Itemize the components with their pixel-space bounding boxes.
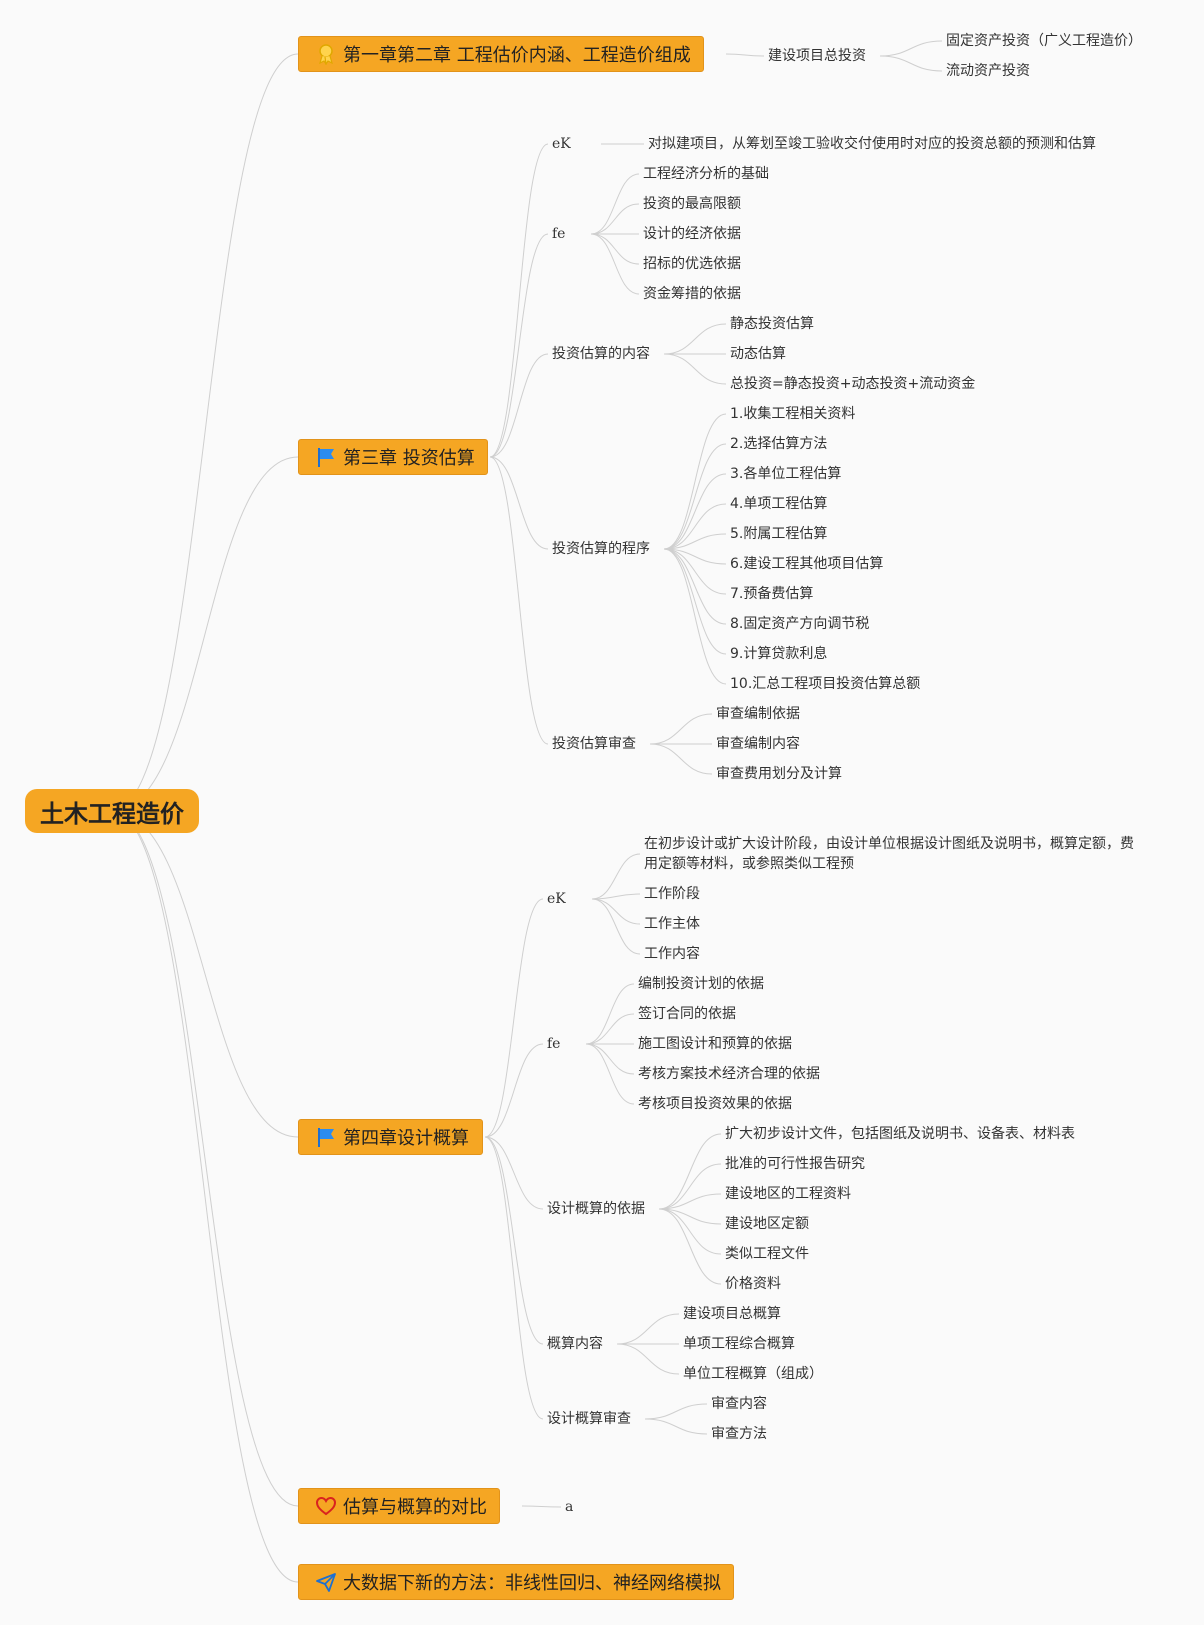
- c3-basis[interactable]: 设计概算的依据: [547, 1201, 645, 1217]
- c2-review-c2[interactable]: 审查编制内容: [716, 736, 800, 752]
- c2-process-c6[interactable]: 6.建设工程其他项目估算: [730, 556, 884, 572]
- c2-process-c1[interactable]: 1.收集工程相关资料: [730, 406, 856, 422]
- c4-a[interactable]: a: [565, 1499, 574, 1515]
- c2-content-c2[interactable]: 动态估算: [730, 346, 786, 362]
- chapter-2-label: 第三章 投资估算: [343, 448, 475, 469]
- c3-basis-c5[interactable]: 类似工程文件: [725, 1246, 809, 1262]
- c3-fe[interactable]: fe: [547, 1036, 561, 1052]
- c2-process[interactable]: 投资估算的程序: [552, 541, 650, 557]
- c2-content-c3[interactable]: 总投资=静态投资+动态投资+流动资金: [730, 376, 976, 392]
- c3-content-c3[interactable]: 单位工程概算（组成）: [683, 1366, 823, 1382]
- c3-basis-c3[interactable]: 建设地区的工程资料: [725, 1186, 851, 1202]
- c2-fe[interactable]: fe: [552, 226, 566, 242]
- chapter-4-node[interactable]: 估算与概算的对比: [298, 1488, 500, 1524]
- c3-basis-c6[interactable]: 价格资料: [725, 1276, 781, 1292]
- paper-plane-icon: [316, 1573, 336, 1592]
- c2-review-c1[interactable]: 审查编制依据: [716, 706, 800, 722]
- c1-n1-c2[interactable]: 流动资产投资: [946, 63, 1030, 79]
- c3-ek-c1[interactable]: 在初步设计或扩大设计阶段，由设计单位根据设计图纸及说明书，概算定额，费用定额等材…: [644, 836, 1134, 872]
- c3-basis-c2[interactable]: 批准的可行性报告研究: [725, 1156, 865, 1172]
- c2-fe-c4[interactable]: 招标的优选依据: [643, 256, 741, 272]
- c1-n1[interactable]: 建设项目总投资: [768, 48, 866, 64]
- c2-ek[interactable]: eK: [552, 136, 571, 152]
- c3-content-c1[interactable]: 建设项目总概算: [683, 1306, 781, 1322]
- chapter-4-label: 估算与概算的对比: [343, 1497, 487, 1518]
- c3-ek-c4[interactable]: 工作内容: [644, 946, 700, 962]
- flag-icon: [318, 1128, 334, 1147]
- c3-fe-c2[interactable]: 签订合同的依据: [638, 1006, 736, 1022]
- c2-process-c3[interactable]: 3.各单位工程估算: [730, 466, 842, 482]
- c2-process-c9[interactable]: 9.计算贷款利息: [730, 646, 828, 662]
- c1-n1-c1[interactable]: 固定资产投资（广义工程造价）: [946, 33, 1142, 49]
- c3-ek-c3[interactable]: 工作主体: [644, 916, 700, 932]
- c3-review-c2[interactable]: 审查方法: [711, 1426, 767, 1442]
- c2-process-c8[interactable]: 8.固定资产方向调节税: [730, 616, 870, 632]
- c2-fe-c1[interactable]: 工程经济分析的基础: [643, 166, 769, 182]
- c3-content[interactable]: 概算内容: [547, 1336, 603, 1352]
- chapter-5-node[interactable]: 大数据下新的方法：非线性回归、神经网络模拟: [298, 1564, 734, 1600]
- c2-fe-c5[interactable]: 资金筹措的依据: [643, 286, 741, 302]
- c2-content-c1[interactable]: 静态投资估算: [730, 316, 814, 332]
- chapter-1-node[interactable]: 第一章第二章 工程估价内涵、工程造价组成: [298, 36, 704, 72]
- c2-process-c10[interactable]: 10.汇总工程项目投资估算总额: [730, 676, 921, 692]
- chapter-3-label: 第四章设计概算: [343, 1128, 469, 1149]
- c2-process-c4[interactable]: 4.单项工程估算: [730, 496, 828, 512]
- chapter-3-node[interactable]: 第四章设计概算: [298, 1119, 483, 1155]
- c2-ek-c1[interactable]: 对拟建项目，从筹划至竣工验收交付使用时对应的投资总额的预测和估算: [648, 136, 1096, 152]
- c2-content[interactable]: 投资估算的内容: [552, 346, 650, 362]
- c3-review[interactable]: 设计概算审查: [547, 1411, 631, 1427]
- c2-process-c5[interactable]: 5.附属工程估算: [730, 526, 828, 542]
- root-node[interactable]: 土木工程造价: [25, 789, 199, 833]
- c3-basis-c4[interactable]: 建设地区定额: [725, 1216, 809, 1232]
- c2-review[interactable]: 投资估算审查: [552, 736, 636, 752]
- chapter-5-label: 大数据下新的方法：非线性回归、神经网络模拟: [343, 1573, 721, 1594]
- c3-fe-c3[interactable]: 施工图设计和预算的依据: [638, 1036, 792, 1052]
- award-icon: [319, 44, 333, 65]
- chapter-1-label: 第一章第二章 工程估价内涵、工程造价组成: [343, 45, 691, 66]
- c3-fe-c1[interactable]: 编制投资计划的依据: [638, 976, 764, 992]
- c3-basis-c1[interactable]: 扩大初步设计文件，包括图纸及说明书、设备表、材料表: [725, 1126, 1075, 1142]
- c3-ek[interactable]: eK: [547, 891, 566, 907]
- c2-process-c7[interactable]: 7.预备费估算: [730, 586, 814, 602]
- c3-content-c2[interactable]: 单项工程综合概算: [683, 1336, 795, 1352]
- c3-ek-c2[interactable]: 工作阶段: [644, 886, 700, 902]
- chapter-2-node[interactable]: 第三章 投资估算: [298, 439, 488, 475]
- c2-process-c2[interactable]: 2.选择估算方法: [730, 436, 828, 452]
- heart-icon: [315, 1496, 337, 1516]
- c3-review-c1[interactable]: 审查内容: [711, 1396, 767, 1412]
- c2-fe-c2[interactable]: 投资的最高限额: [643, 196, 741, 212]
- c3-fe-c5[interactable]: 考核项目投资效果的依据: [638, 1096, 792, 1112]
- c2-fe-c3[interactable]: 设计的经济依据: [643, 226, 741, 242]
- flag-icon: [318, 448, 334, 467]
- c3-fe-c4[interactable]: 考核方案技术经济合理的依据: [638, 1066, 820, 1082]
- c2-review-c3[interactable]: 审查费用划分及计算: [716, 766, 842, 782]
